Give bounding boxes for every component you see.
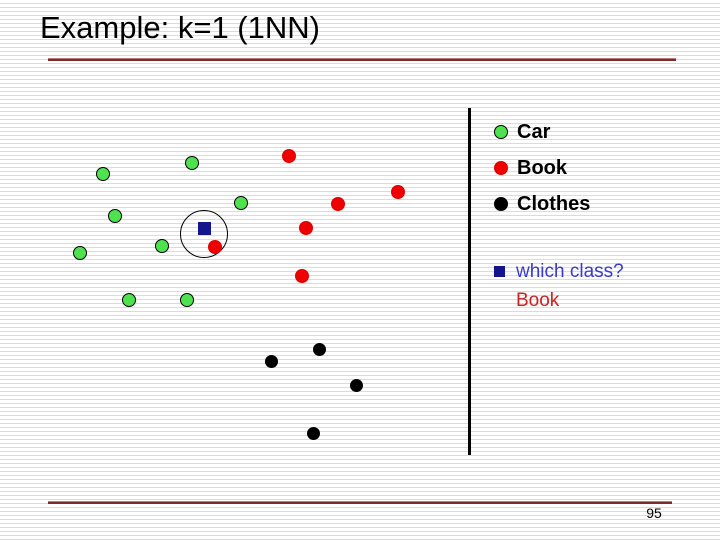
page-number: 95 [646,505,662,521]
title-underline [48,58,676,61]
book-point [295,269,309,283]
nearest-neighbour-circle [180,210,228,258]
query-point-square [197,221,211,235]
book-marker-icon [494,161,508,175]
car-point [108,209,122,223]
car-point [180,293,194,307]
legend-item-car: Car [494,114,590,150]
clothes-point [264,354,278,368]
legend-label-car: Car [517,121,551,143]
slide-title: Example: k=1 (1NN) [40,10,320,45]
legend-label-book: Book [517,157,567,179]
book-point [299,221,313,235]
query-question-text: which class? [516,261,624,282]
car-marker-icon [494,125,508,139]
legend-item-book: Book [494,150,590,186]
car-point [96,167,110,181]
car-point [234,196,248,210]
legend: Car Book Clothes [494,114,590,222]
footer-rule [48,501,672,504]
query-square-bullet-icon [494,266,505,277]
query-answer-text: Book [516,290,560,311]
book-point [282,149,296,163]
car-point [185,156,199,170]
book-point [208,240,222,254]
clothes-point [312,342,326,356]
book-point [391,185,405,199]
legend-label-clothes: Clothes [517,193,591,215]
query-block: which class? Book [494,261,624,312]
clothes-point [306,426,320,440]
car-point [155,239,169,253]
vertical-divider-line [468,108,471,455]
legend-item-clothes: Clothes [494,186,590,222]
clothes-point [349,378,363,392]
clothes-marker-icon [494,197,508,211]
book-point [331,197,345,211]
car-point [73,246,87,260]
car-point [122,293,136,307]
